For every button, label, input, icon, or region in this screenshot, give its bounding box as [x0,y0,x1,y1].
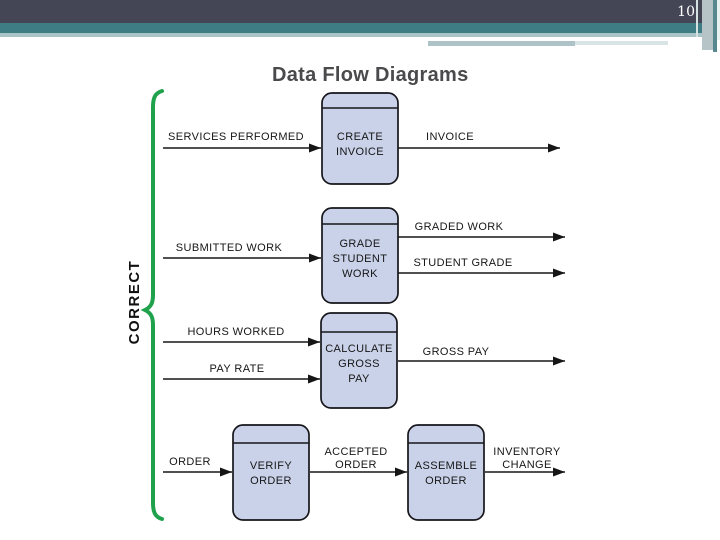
header-accent-stripe-light [575,41,668,45]
flow-label-inventory-change-line2: CHANGE [502,459,551,471]
flow-label-services-performed: SERVICES PERFORMED [168,131,304,143]
flow-label-invoice: INVOICE [426,131,474,143]
box-label: WORK [342,268,378,280]
curly-brace [140,89,164,521]
box-label: INVOICE [336,146,384,158]
box-label: CREATE [337,131,383,143]
header-bar-dark [0,0,720,23]
header-bar-teal [0,23,720,33]
flow-label-accepted-order-line2: ORDER [335,459,377,471]
flow-label-hours-worked: HOURS WORKED [187,326,284,338]
header-vertical-stripe [713,0,717,52]
process-box-assemble-order: ASSEMBLE ORDER [407,424,485,521]
box-label: ORDER [250,475,292,487]
header-bar-light [0,33,720,37]
process-box-grade-student-work: GRADE STUDENT WORK [321,207,399,304]
box-label: ASSEMBLE [415,460,478,472]
flow-label-gross-pay: GROSS PAY [423,346,490,358]
flow-label-pay-rate: PAY RATE [210,363,265,375]
page-number: 10 [677,4,695,20]
flow-label-student-grade: STUDENT GRADE [413,257,512,269]
box-label: GROSS [338,358,380,370]
flow-label-accepted-order-line1: ACCEPTED [324,446,387,458]
process-box-verify-order: VERIFY ORDER [232,424,310,521]
box-label: GRADE [339,238,380,250]
header-vertical-stripe [702,0,713,50]
header-vertical-stripe [696,0,698,37]
box-label: PAY [348,373,370,385]
box-label: ORDER [425,475,467,487]
header-accent-stripe [428,41,575,46]
flow-label-inventory-change-line1: INVENTORY [493,446,561,458]
flow-label-submitted-work: SUBMITTED WORK [176,242,283,254]
correct-label: CORRECT [126,260,143,345]
box-label: CALCULATE [325,343,393,355]
header-vertical-stripe [717,0,720,40]
process-box-calculate-gross-pay: CALCULATE GROSS PAY [320,312,398,409]
box-label: VERIFY [250,460,292,472]
slide-title: Data Flow Diagrams [272,64,469,86]
flow-label-graded-work: GRADED WORK [415,221,504,233]
flow-label-order: ORDER [169,456,211,468]
process-box-create-invoice: CREATE INVOICE [321,92,399,185]
box-label: STUDENT [333,253,388,265]
